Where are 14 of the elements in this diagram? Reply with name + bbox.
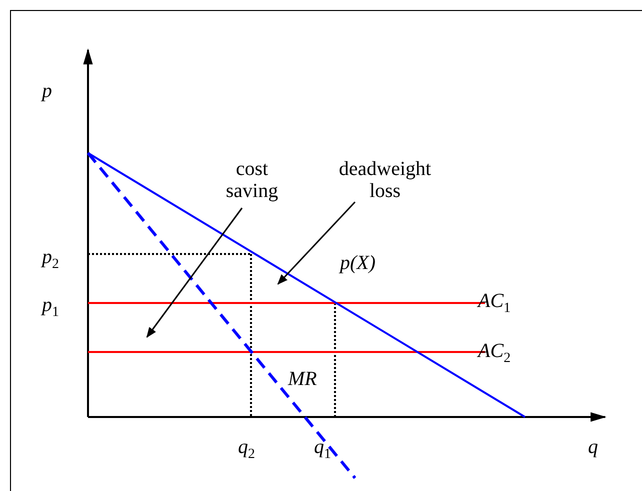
axis-label: q	[588, 436, 598, 458]
axis-label: MR	[288, 368, 317, 390]
annotation-text: cost saving	[212, 158, 292, 202]
axis-label: q$_{1}$	[314, 436, 331, 458]
leader-line	[146, 208, 243, 338]
leader-line	[277, 201, 356, 285]
axis-label: AC$_{2}$	[478, 340, 511, 362]
axis-label: p(X)	[340, 252, 376, 274]
axis-label: q$_{2}$	[238, 436, 255, 458]
axis-label: p$_{2}$	[42, 246, 59, 268]
axis-label: p	[42, 80, 52, 102]
axis-label: AC$_{1}$	[478, 290, 511, 312]
annotation-text: deadweight loss	[330, 158, 440, 202]
axis-label: p$_{1}$	[42, 294, 59, 316]
